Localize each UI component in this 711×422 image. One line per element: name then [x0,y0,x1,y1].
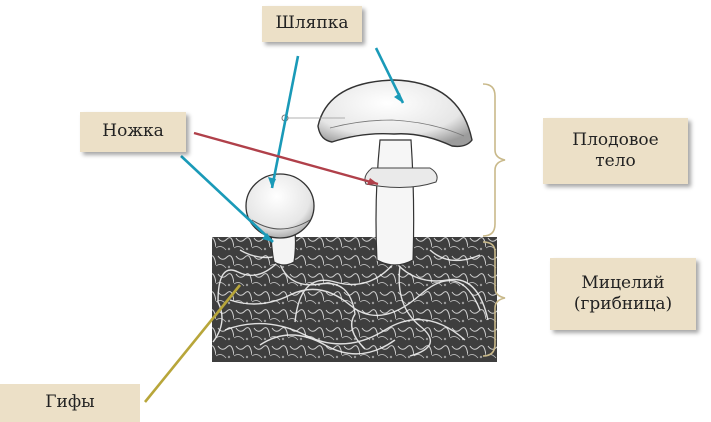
stem-label: Ножка [80,112,186,152]
hyphae-label: Гифы [0,384,140,422]
fruiting-body-label: Плодовое тело [543,118,688,184]
cap-label: Шляпка [262,6,362,42]
mycelium-label: Мицелий (грибница) [550,258,696,330]
fruiting-body-brace [483,84,505,236]
cap-pointer-small [272,56,298,188]
